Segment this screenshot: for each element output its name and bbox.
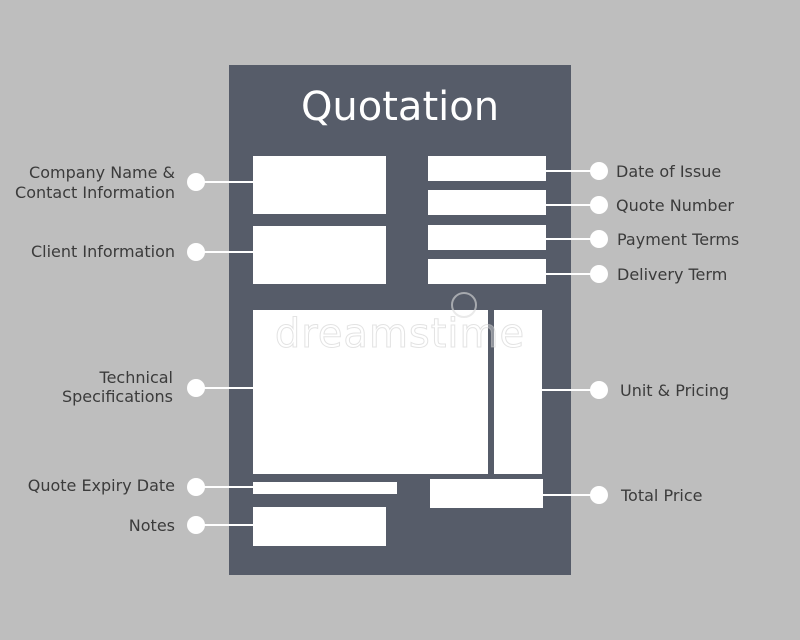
client-connector-line [200,251,253,253]
payment-connector-dot [590,230,608,248]
total-price-connector-dot [590,486,608,504]
quote-expiry-box [253,482,397,494]
unit-pricing-box [494,310,542,474]
delivery-term-box [428,259,546,284]
label-total-price: Total Price [621,486,703,505]
payment-connector-line [546,238,599,240]
payment-terms-box [428,225,546,250]
quote-number-connector-dot [590,196,608,214]
label-expiry: Quote Expiry Date [27,476,175,495]
label-payment-terms: Payment Terms [617,230,740,249]
quote-number-box [428,190,546,215]
label-company-line2: Contact Information [15,183,175,202]
label-unit-pricing: Unit & Pricing [620,381,730,400]
technical-connector-line [200,387,253,389]
label-client: Client Information [30,242,175,261]
watermark-text: dreamstime [274,311,526,358]
delivery-connector-dot [590,265,608,283]
client-box [253,226,386,284]
label-technical-line1: Technical [99,368,173,387]
expiry-connector-line [200,486,253,488]
date-connector-line [546,170,599,172]
label-date-of-issue: Date of Issue [616,162,722,181]
watermark-icon [451,292,477,318]
notes-connector-dot [187,516,205,534]
notes-box [253,507,386,546]
date-connector-dot [590,162,608,180]
company-box [253,156,386,214]
label-technical-line2: Specifications [61,387,173,406]
client-connector-dot [187,243,205,261]
label-notes: Notes [128,516,175,535]
delivery-connector-line [546,273,599,275]
document-title: Quotation [300,84,500,130]
unit-pricing-connector-dot [590,381,608,399]
label-quote-number: Quote Number [616,196,734,215]
technical-specs-box [253,310,488,474]
company-connector-line [200,181,253,183]
total-price-connector-line [543,494,599,496]
notes-connector-line [200,524,253,526]
label-delivery-term: Delivery Term [617,265,728,284]
unit-pricing-connector-line [542,389,599,391]
expiry-connector-dot [187,478,205,496]
company-connector-dot [187,173,205,191]
technical-connector-dot [187,379,205,397]
total-price-box [430,479,543,508]
quote-number-connector-line [546,204,599,206]
date-of-issue-box [428,156,546,181]
label-company-line1: Company Name & [29,163,175,182]
